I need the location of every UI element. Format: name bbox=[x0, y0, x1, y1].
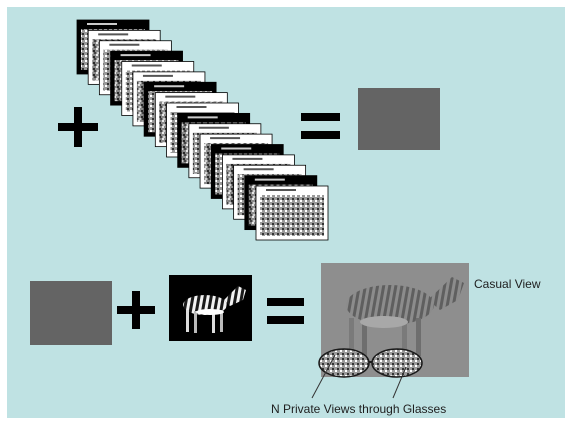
stacked-frame-caption bbox=[87, 23, 117, 25]
stacked-frame-caption bbox=[143, 75, 173, 77]
top-result-gray-frame bbox=[358, 88, 440, 150]
left-lens bbox=[319, 349, 369, 377]
bottom-gray-frame bbox=[30, 281, 112, 345]
stacked-frame-caption bbox=[121, 54, 151, 56]
casual-view-label: Casual View bbox=[474, 277, 540, 291]
stacked-frame-caption bbox=[188, 116, 218, 118]
stacked-frame-caption bbox=[177, 106, 207, 108]
stacked-frame-caption bbox=[266, 189, 296, 191]
stacked-frame-caption bbox=[232, 158, 262, 160]
private-views-label: N Private Views through Glasses bbox=[271, 402, 446, 416]
stacked-frame-caption bbox=[109, 44, 139, 46]
stacked-frame-image bbox=[260, 195, 324, 236]
stacked-frame-caption bbox=[98, 33, 128, 35]
stacked-frame-caption bbox=[199, 127, 229, 129]
zebra-image bbox=[169, 275, 252, 341]
right-lens bbox=[372, 349, 422, 377]
stacked-frame-caption bbox=[165, 96, 195, 98]
stacked-frame-caption bbox=[221, 148, 251, 150]
stacked-frame-caption bbox=[255, 179, 285, 181]
stacked-frame-caption bbox=[154, 85, 184, 87]
stacked-frame-caption bbox=[244, 168, 274, 170]
stacked-frame-caption bbox=[210, 137, 240, 139]
stacked-frame-caption bbox=[132, 65, 162, 67]
